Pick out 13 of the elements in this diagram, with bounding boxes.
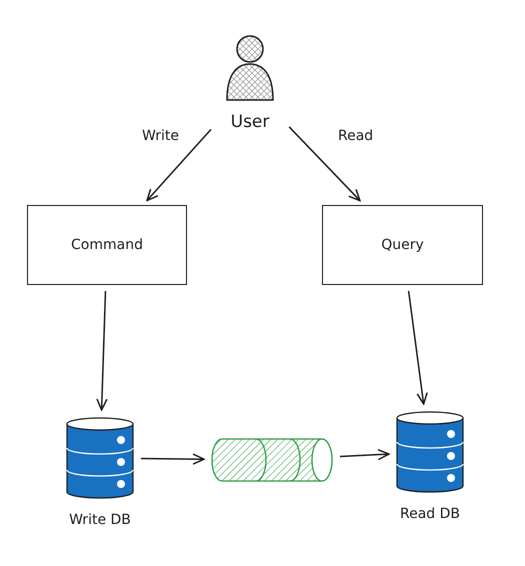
node-label: Write DB <box>68 512 132 528</box>
arrow <box>96 290 108 411</box>
arrow <box>146 128 212 202</box>
node-label: User <box>230 112 270 132</box>
process-box <box>322 205 483 285</box>
arrow <box>408 290 428 405</box>
process-box <box>27 205 187 285</box>
node-label: Query <box>381 237 424 253</box>
node-label: Command <box>71 237 143 253</box>
arrow <box>340 448 390 460</box>
arrow <box>140 453 205 465</box>
arrow <box>288 126 361 202</box>
node-label: Read DB <box>398 506 461 522</box>
